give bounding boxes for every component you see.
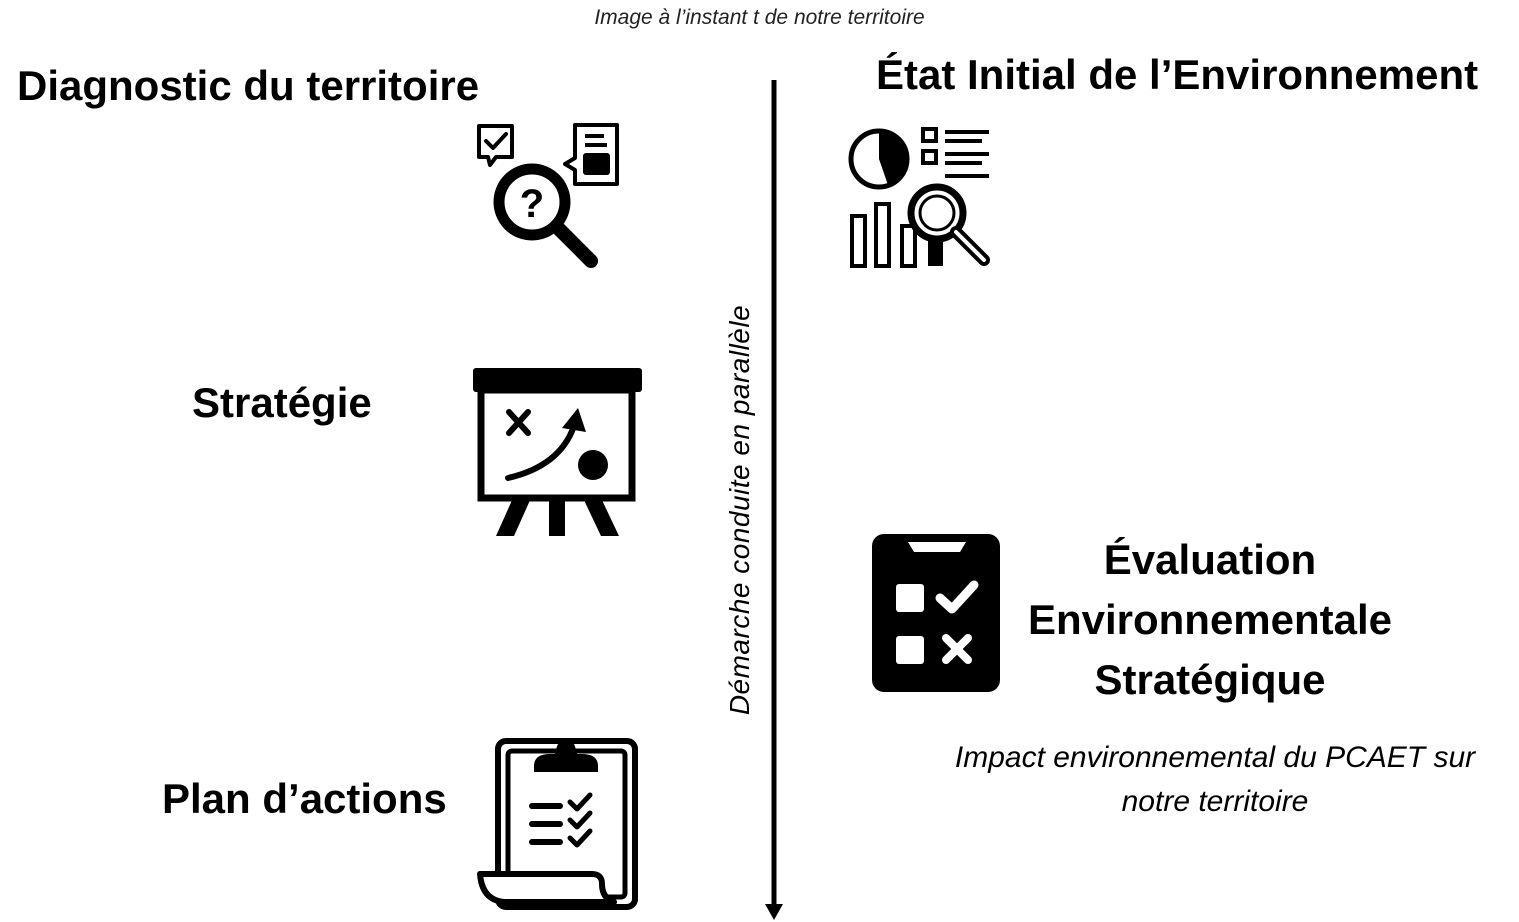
- parallel-process-label: Démarche conduite en parallèle: [724, 304, 755, 716]
- ees-impact-note: Impact environnemental du PCAET sur notr…: [954, 741, 1476, 818]
- top-caption: Image à l’instant t de notre territoire: [594, 6, 925, 29]
- plan-actions-heading: Plan d’actions: [162, 775, 447, 822]
- data-analysis-icon: [848, 127, 990, 268]
- strategie-heading: Stratégie: [192, 379, 372, 426]
- svg-text:?: ?: [520, 182, 544, 226]
- diagnostic-heading: Diagnostic du territoire: [17, 62, 480, 109]
- eie-heading: État Initial de l’Environnement: [876, 51, 1479, 98]
- down-arrow-icon: [765, 80, 783, 920]
- strategy-board-icon: [473, 368, 642, 536]
- ees-heading: Évaluation Environnementale Stratégique: [1027, 536, 1393, 703]
- evaluation-checklist-icon: [872, 534, 1000, 692]
- action-plan-clipboard-icon: [477, 738, 638, 910]
- diagnostic-search-icon: ?: [477, 123, 619, 268]
